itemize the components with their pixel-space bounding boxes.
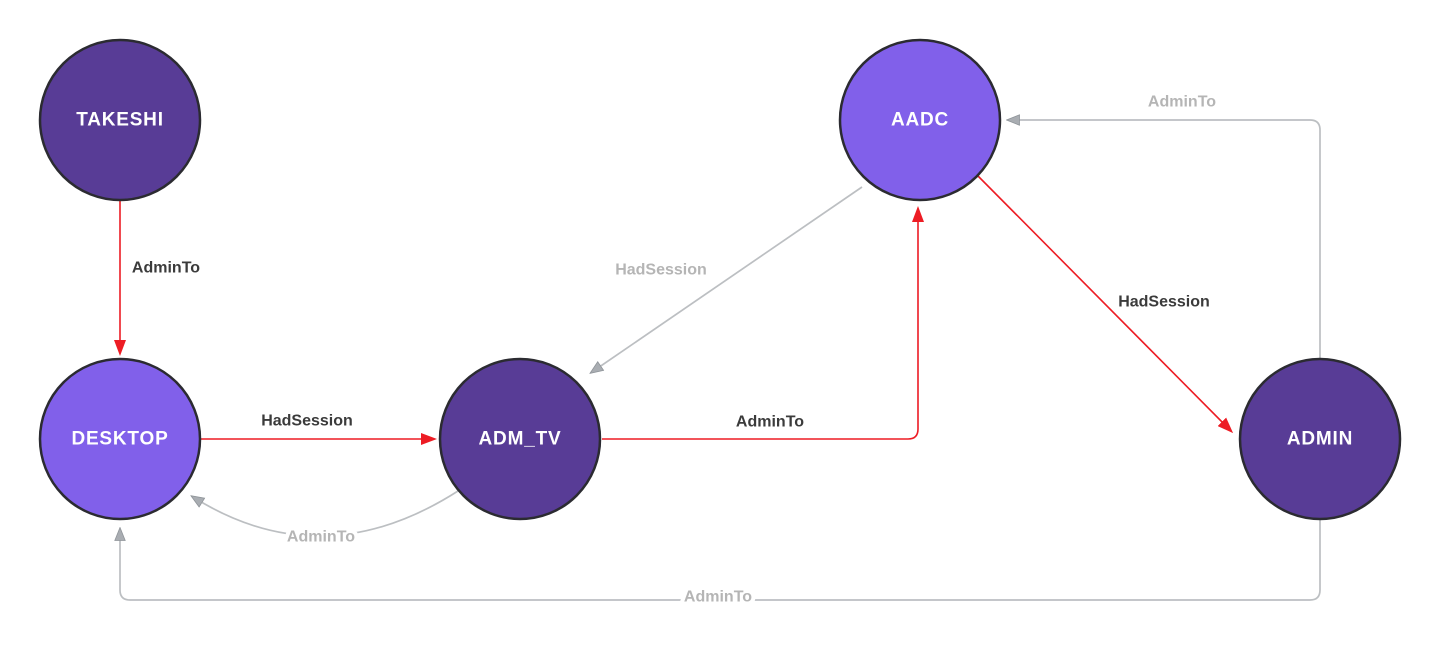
edge-label-ADMIN-DESKTOP[interactable]: AdminTo [680, 585, 756, 610]
nodes-layer: TAKESHI DESKTOP ADM_TV AADC ADMIN [38, 38, 1402, 521]
node-circle-DESKTOP[interactable] [38, 357, 202, 521]
node-DESKTOP[interactable]: DESKTOP [38, 357, 202, 521]
edge-label-ADMIN-AADC[interactable]: AdminTo [1148, 94, 1216, 111]
edge-label-ADM_TV-AADC[interactable]: AdminTo [736, 414, 804, 431]
edge-label-DESKTOP-ADM_TV[interactable]: HadSession [261, 413, 353, 430]
node-ADMIN[interactable]: ADMIN [1238, 357, 1402, 521]
node-label-ADMIN: ADMIN [1287, 429, 1353, 450]
node-ADM_TV[interactable]: ADM_TV [438, 357, 602, 521]
node-circle-ADMIN[interactable] [1238, 357, 1402, 521]
node-label-TAKESHI: TAKESHI [76, 110, 164, 131]
node-label-DESKTOP: DESKTOP [71, 429, 168, 450]
edge-ADM_TV-AADC[interactable] [602, 206, 924, 440]
edge-label-AADC-ADM_TV[interactable]: HadSession [615, 262, 707, 279]
edge-ADM_TV-DESKTOP[interactable] [193, 490, 459, 537]
node-circle-ADM_TV[interactable] [438, 357, 602, 521]
node-label-ADM_TV: ADM_TV [479, 429, 562, 450]
edge-label-ADM_TV-DESKTOP[interactable]: AdminTo [283, 525, 359, 550]
edge-ADMIN-DESKTOP[interactable] [120, 519, 1321, 601]
edge-ADMIN-AADC[interactable] [1009, 120, 1321, 359]
node-label-AADC: AADC [891, 110, 949, 131]
edge-label-TAKESHI-DESKTOP[interactable]: AdminTo [132, 260, 200, 277]
edge-AADC-ADMIN[interactable] [977, 175, 1234, 434]
node-TAKESHI[interactable]: TAKESHI [38, 38, 202, 202]
node-circle-TAKESHI[interactable] [38, 38, 202, 202]
node-AADC[interactable]: AADC [838, 38, 1002, 202]
edge-label-AADC-ADMIN[interactable]: HadSession [1118, 294, 1210, 311]
edge-AADC-ADM_TV[interactable] [592, 186, 863, 372]
edges-layer [114, 120, 1321, 601]
node-circle-AADC[interactable] [838, 38, 1002, 202]
